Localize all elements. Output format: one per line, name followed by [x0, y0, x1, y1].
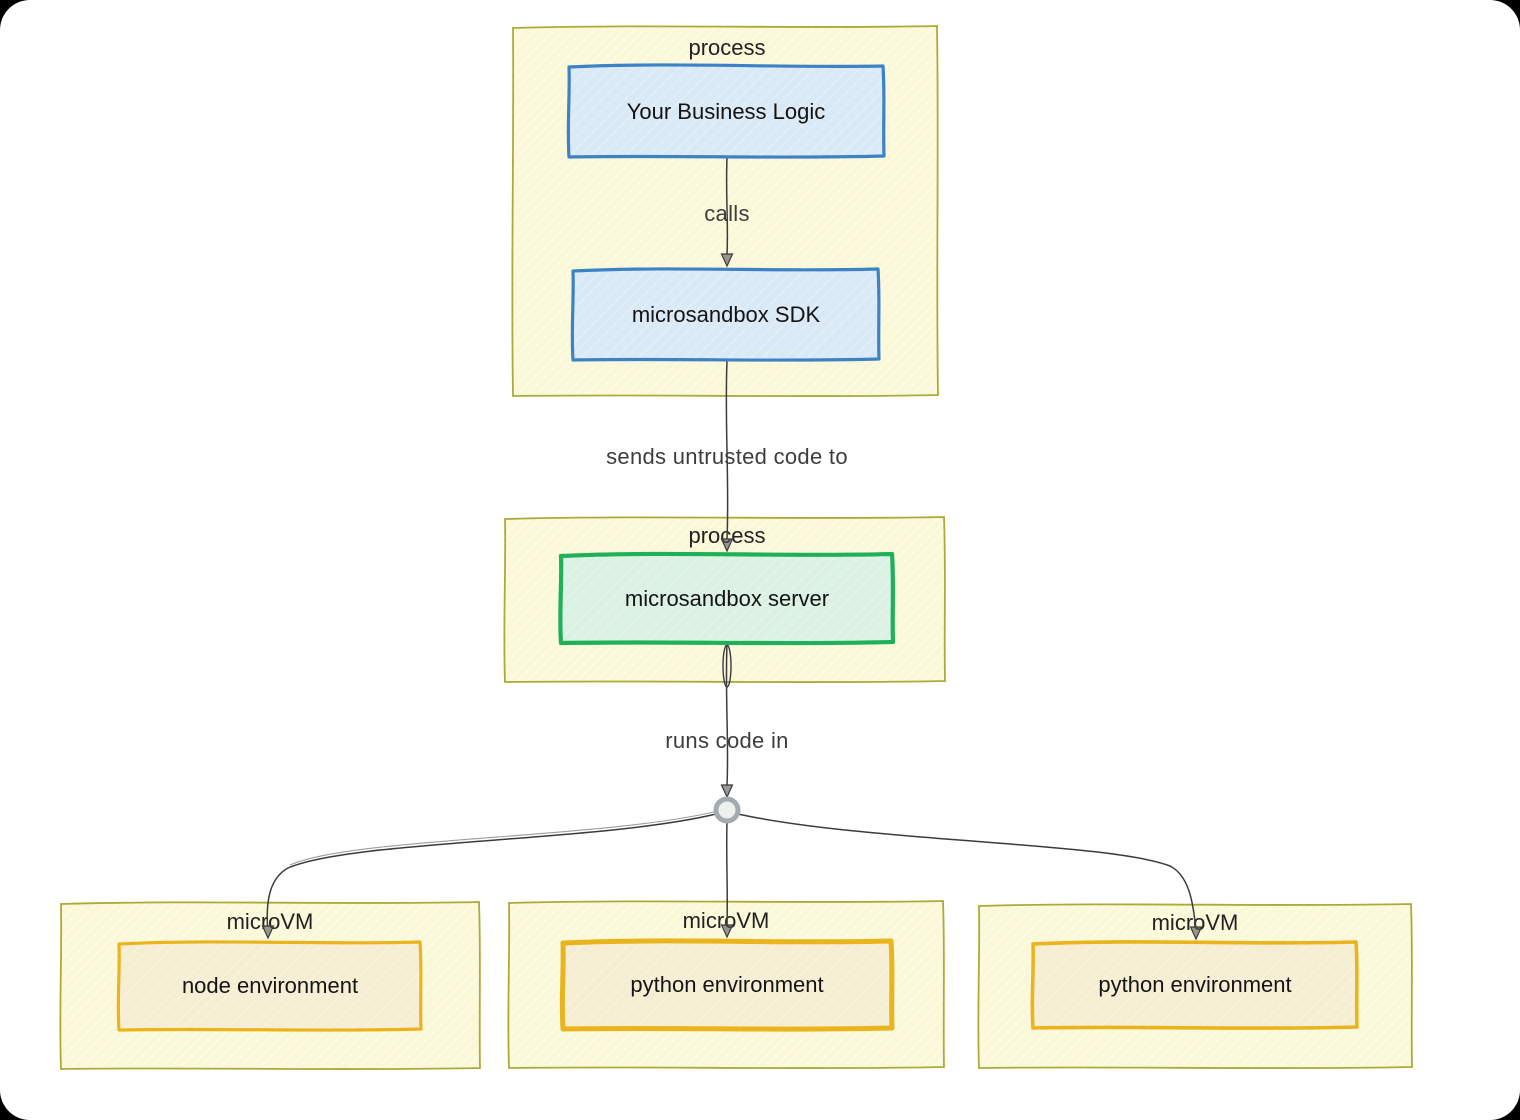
arrowhead-center-vm — [720, 924, 734, 939]
node-microsandbox-server: microsandbox server — [558, 551, 896, 646]
edge-to-left-vm — [266, 813, 717, 927]
edge-label-calls: calls — [704, 201, 750, 226]
edge-calls-line — [725, 157, 729, 255]
edges — [261, 157, 1203, 941]
arrowhead-left-vm — [261, 925, 275, 940]
arrowhead-right-vm — [1189, 926, 1203, 941]
node-box — [116, 940, 423, 1032]
edge-to-left-vm-sketch — [289, 810, 719, 866]
arrowhead-runs — [720, 784, 734, 799]
arrowhead-calls — [720, 253, 734, 268]
edge-to-right-vm — [737, 813, 1197, 928]
node-label: python environment — [1098, 972, 1291, 997]
edge-to-center-vm — [725, 820, 729, 926]
node-your-business-logic: Your Business Logic — [566, 63, 886, 159]
node-label: Your Business Logic — [627, 99, 826, 124]
node-label: node environment — [182, 973, 358, 998]
node-label: microsandbox server — [625, 586, 829, 611]
edge-runs-line — [725, 643, 729, 786]
node-microsandbox-sdk: microsandbox SDK — [570, 267, 881, 362]
node-box — [570, 267, 881, 362]
node-label: python environment — [630, 972, 823, 997]
edge-label-sends: sends untrusted code to — [606, 444, 848, 469]
node-box — [558, 551, 896, 646]
node-label: microsandbox SDK — [632, 302, 821, 327]
node-box — [566, 63, 886, 159]
node-box — [559, 938, 895, 1032]
node-node-environment: node environment — [116, 940, 423, 1032]
edge-label-runs: runs code in — [665, 728, 788, 753]
edge-pen-loop — [722, 644, 732, 688]
node-box — [1030, 940, 1359, 1030]
edge-sends-line — [725, 360, 729, 540]
arrowhead-sends — [720, 538, 734, 553]
cluster-label: process — [688, 35, 765, 60]
junction-circle — [713, 796, 741, 824]
node-python-environment-center: python environment — [559, 938, 895, 1032]
node-python-environment-right: python environment — [1030, 940, 1359, 1030]
